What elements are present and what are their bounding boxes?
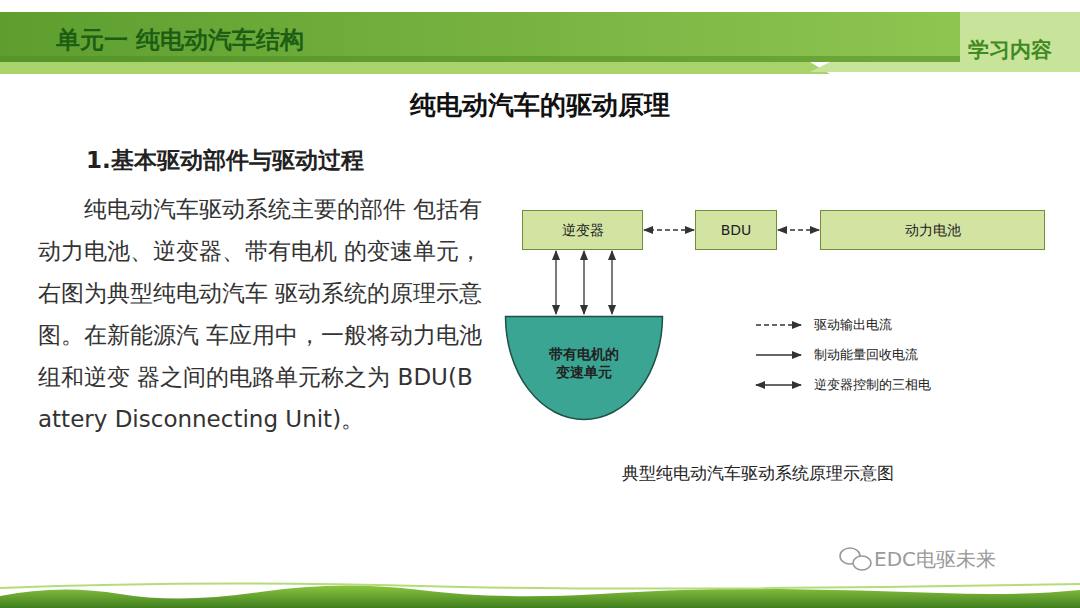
header-shade: [0, 56, 960, 62]
connector: [778, 229, 819, 230]
header-strip: [0, 62, 830, 74]
tab-label: 学习内容: [968, 36, 1052, 64]
node-label: 动力电池: [899, 219, 967, 241]
wechat-icon: [840, 548, 871, 570]
legend-entry: 驱动输出电流: [754, 316, 892, 334]
node-label: 带有电机的 变速单元: [536, 343, 632, 383]
watermark: EDC电驱未来: [874, 546, 996, 573]
body-paragraph: 纯电动汽车驱动系统主要的部件 包括有动力电池、逆变器、带有电机 的变速单元，右图…: [38, 188, 483, 440]
motor-unit: 带有电机的 变速单元: [504, 315, 664, 421]
legend-entry: 逆变器控制的三相电: [754, 376, 931, 394]
unit-heading: 单元一 纯电动汽车结构: [56, 24, 304, 56]
legend-sample: [754, 318, 804, 332]
connector: [555, 251, 556, 314]
connector: [611, 251, 612, 314]
bowl-shape: [506, 317, 663, 420]
section-heading: 1.基本驱动部件与驱动过程: [86, 145, 364, 176]
inverter-box: 逆变器: [522, 210, 643, 250]
node-label: BDU: [715, 219, 758, 241]
legend-sample: [754, 348, 804, 362]
connector: [583, 251, 584, 314]
legend-line: [756, 354, 801, 355]
legend-text: 逆变器控制的三相电: [814, 376, 931, 394]
legend-entry: 制动能量回收电流: [754, 346, 918, 364]
figure-caption: 典型纯电动汽车驱动系统原理示意图: [520, 462, 995, 485]
legend-text: 驱动输出电流: [814, 316, 892, 334]
legend-sample: [754, 378, 804, 392]
battery-box: 动力电池: [820, 210, 1045, 250]
slide-title: 纯电动汽车的驱动原理: [0, 88, 1080, 123]
grass-line: [0, 583, 1080, 588]
node-label: 逆变器: [556, 219, 610, 241]
bdu-box: BDU: [695, 210, 777, 250]
header-tab: [810, 12, 1080, 72]
legend-line: [756, 384, 801, 385]
legend-text: 制动能量回收电流: [814, 346, 918, 364]
connector: [644, 229, 694, 230]
header-bar: [0, 12, 960, 62]
legend-line: [756, 324, 801, 325]
